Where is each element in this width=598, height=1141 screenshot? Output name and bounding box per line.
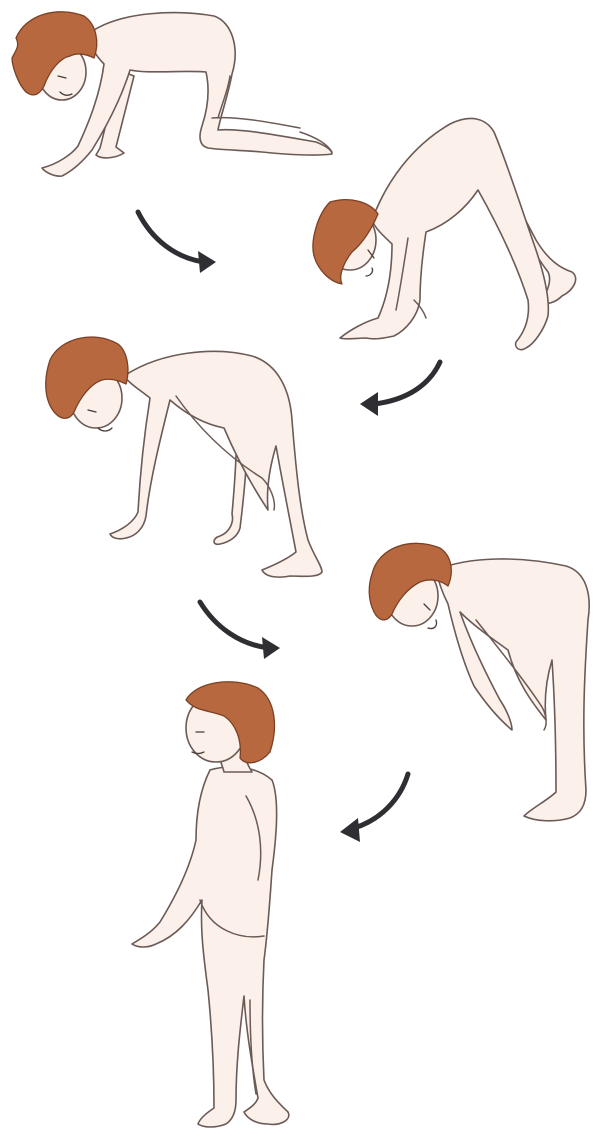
transition-arrow-4 — [340, 774, 408, 842]
transition-arrow-3 — [200, 602, 280, 659]
figure-standing-upright — [132, 682, 289, 1127]
figure-hands-and-knees — [12, 12, 332, 176]
transition-arrow-2 — [360, 362, 440, 416]
figure-bent-forward-one-hand-down — [46, 337, 322, 577]
transition-arrow-1 — [138, 212, 216, 273]
figure-bent-forward-hands-on-knees — [369, 543, 589, 820]
figure-hands-and-feet-hips-raised — [313, 118, 576, 349]
